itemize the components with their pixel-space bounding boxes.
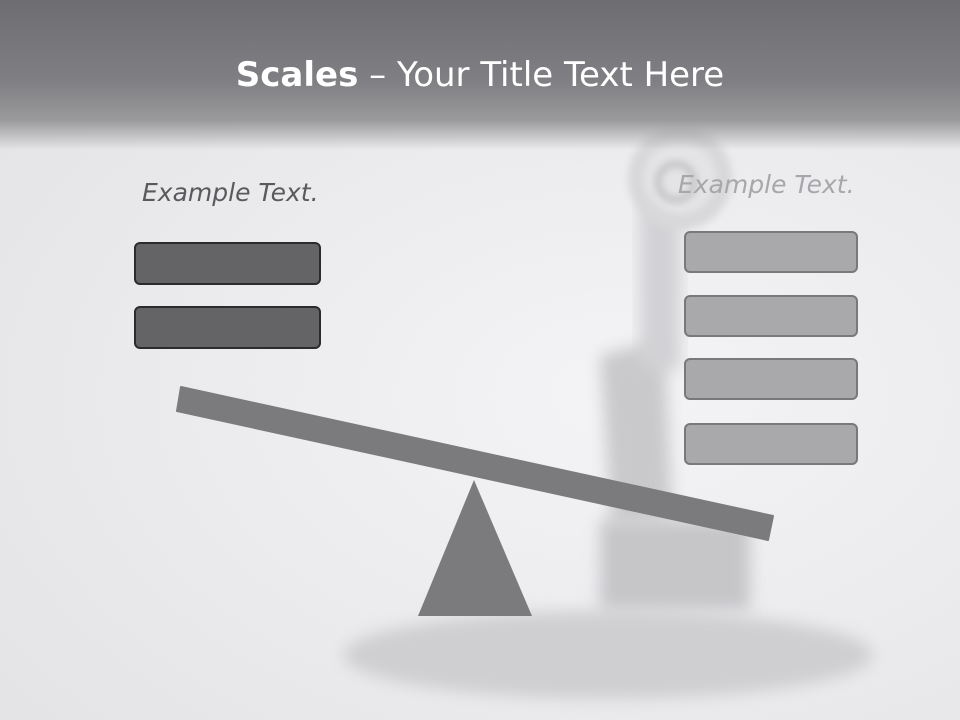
right-text-box-1[interactable]: [684, 231, 858, 273]
left-example-label: Example Text.: [142, 178, 319, 207]
seesaw-fulcrum: [418, 480, 532, 616]
right-example-label: Example Text.: [678, 170, 855, 199]
slide-title: Scales – Your Title Text Here: [0, 52, 960, 98]
left-text-box-2[interactable]: [134, 306, 321, 349]
left-text-box-1[interactable]: [134, 242, 321, 285]
right-text-box-2[interactable]: [684, 295, 858, 337]
title-rest: – Your Title Text Here: [358, 55, 725, 95]
right-text-box-4[interactable]: [684, 423, 858, 465]
title-bar: [0, 0, 960, 150]
right-text-box-3[interactable]: [684, 358, 858, 400]
title-bold: Scales: [235, 55, 359, 95]
seesaw-beam: [176, 386, 774, 541]
